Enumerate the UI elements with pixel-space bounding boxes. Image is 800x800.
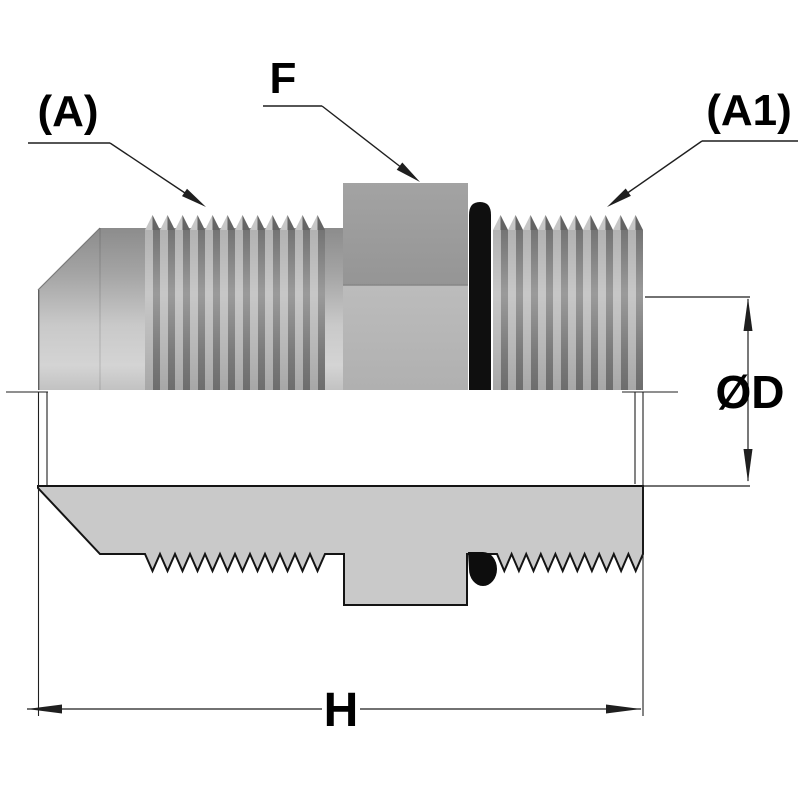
- hex-flats-top-face: [343, 183, 468, 285]
- lower-half-outline-view: [37, 485, 644, 606]
- o-ring-section: [468, 552, 497, 586]
- arrowhead-down: [743, 449, 753, 482]
- callout-f-label: F: [270, 54, 297, 103]
- arrowhead-left: [27, 704, 62, 714]
- nose-chamfer-edge: [37, 227, 101, 291]
- section-outline: [37, 485, 644, 606]
- callout-a-leader: [109, 142, 189, 196]
- hex-flats-bottom-face: [343, 285, 468, 390]
- callout-wrench-flats: F: [263, 54, 420, 182]
- upper-half-rendered-view: [37, 183, 643, 390]
- callout-a1-leader: [625, 140, 703, 195]
- o-ring: [469, 202, 491, 390]
- arrowhead-up: [743, 298, 753, 331]
- length-label: H: [324, 684, 359, 737]
- callout-f-leader: [321, 105, 403, 169]
- arrowhead-right: [606, 704, 641, 714]
- dimension-outer-diameter: ØD: [643, 296, 785, 487]
- diameter-label: ØD: [716, 366, 785, 418]
- callout-f-arrowhead: [396, 162, 420, 182]
- callout-a-arrowhead: [182, 188, 206, 207]
- callout-thread-left: (A): [28, 87, 206, 207]
- projection-lines: [6, 391, 678, 486]
- callout-a-label: (A): [37, 87, 98, 136]
- callout-a1-arrowhead: [607, 188, 631, 207]
- callout-thread-right: (A1): [607, 86, 798, 207]
- right-thread-sheen: [493, 230, 643, 390]
- left-thread-sheen: [145, 230, 325, 390]
- callout-a1-label: (A1): [706, 86, 792, 135]
- dimension-overall-length: H: [27, 392, 644, 737]
